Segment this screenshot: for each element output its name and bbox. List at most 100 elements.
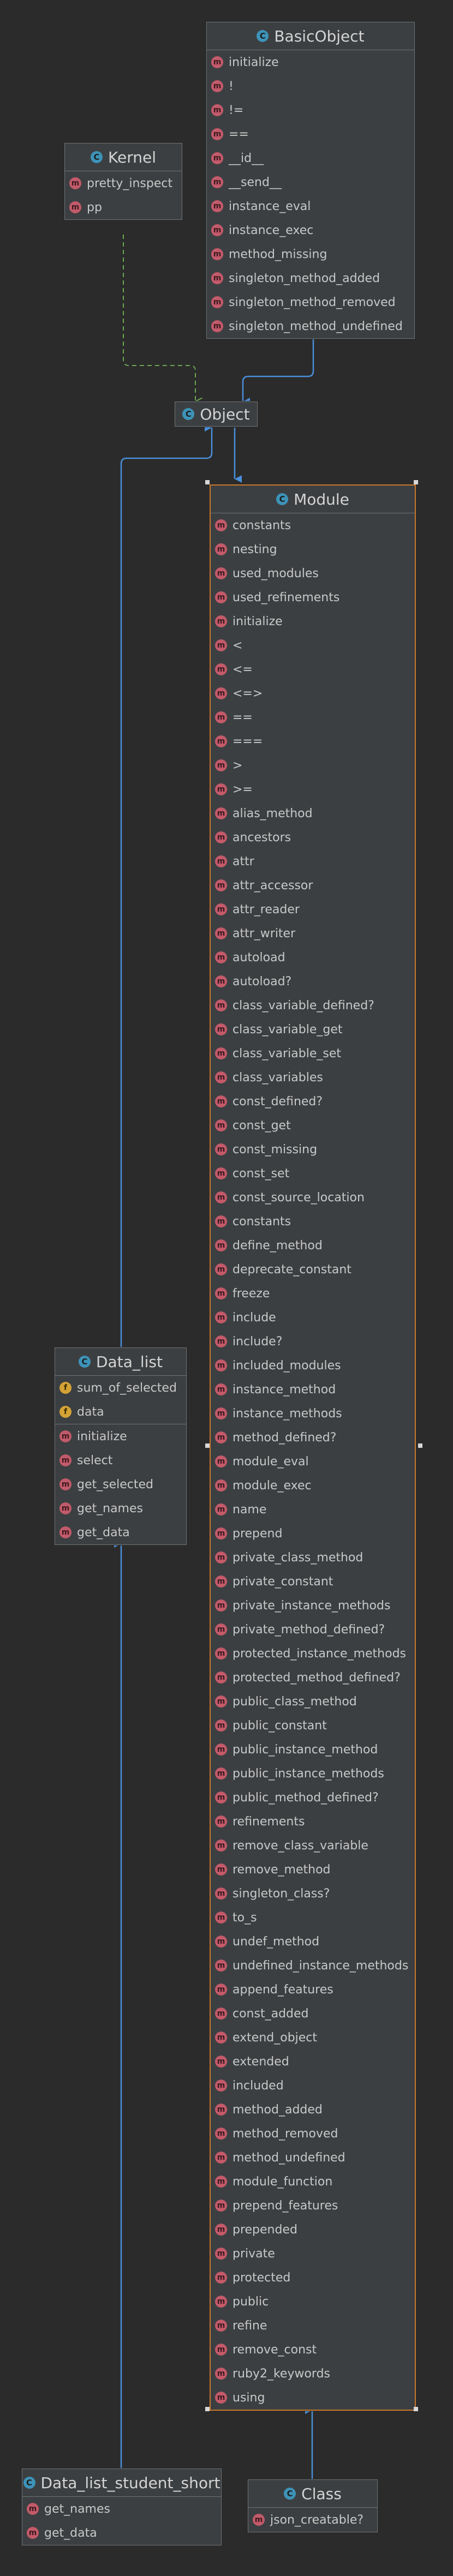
method-row[interactable]: m__send__: [207, 170, 414, 194]
method-row[interactable]: m!: [207, 74, 414, 98]
method-row[interactable]: m===: [211, 729, 415, 753]
resize-handle-left[interactable]: [205, 1443, 210, 1448]
method-row[interactable]: m<=: [211, 657, 415, 681]
method-row[interactable]: m!=: [207, 98, 414, 122]
class-object[interactable]: C Object: [175, 402, 258, 427]
resize-handle-bottom-right[interactable]: [414, 2407, 418, 2411]
method-row[interactable]: m>=: [211, 777, 415, 801]
method-row[interactable]: m<=>: [211, 681, 415, 705]
method-row[interactable]: m>: [211, 753, 415, 777]
resize-handle-top-right[interactable]: [414, 480, 418, 484]
resize-handle-right[interactable]: [418, 1443, 422, 1448]
resize-handle-bottom-left[interactable]: [205, 2407, 210, 2411]
resize-handle-top-left[interactable]: [205, 480, 210, 484]
method-row[interactable]: m==: [211, 705, 415, 729]
method-row[interactable]: m==: [207, 122, 414, 146]
